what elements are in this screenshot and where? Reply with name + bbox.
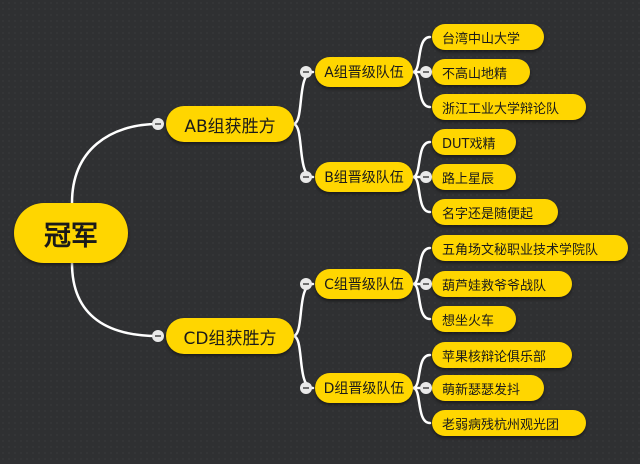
collapse-toggle-d[interactable] xyxy=(300,382,312,394)
group-a-label: A组晋级队伍 xyxy=(324,65,404,81)
group-d-label: D组晋级队伍 xyxy=(323,381,405,397)
branch-ab-node[interactable]: AB组获胜方 xyxy=(166,106,294,142)
team-node[interactable]: 葫芦娃救爷爷战队 xyxy=(432,271,572,297)
root-label: 冠军 xyxy=(44,220,98,252)
team-node[interactable]: 不高山地精 xyxy=(432,59,530,85)
team-label: DUT戏精 xyxy=(442,136,496,152)
connector-a-3 xyxy=(411,70,432,109)
team-label: 老弱病残杭州观光团 xyxy=(442,417,560,433)
team-node[interactable]: 老弱病残杭州观光团 xyxy=(432,410,586,436)
collapse-toggle-cd[interactable] xyxy=(152,330,164,342)
team-label: 台湾中山大学 xyxy=(442,31,521,47)
team-label: 名字还是随便起 xyxy=(442,206,534,222)
collapse-toggle-a-teams[interactable] xyxy=(420,66,432,78)
group-d-node[interactable]: D组晋级队伍 xyxy=(315,373,413,403)
collapse-toggle-c[interactable] xyxy=(300,278,312,290)
connector-ab-a xyxy=(291,70,315,126)
group-b-label: B组晋级队伍 xyxy=(324,170,404,186)
team-label: 萌新瑟瑟发抖 xyxy=(442,382,521,398)
collapse-toggle-d-teams[interactable] xyxy=(420,382,432,394)
team-label: 葫芦娃救爷爷战队 xyxy=(442,278,547,294)
branch-cd-label: CD组获胜方 xyxy=(183,328,277,349)
team-node[interactable]: 想坐火车 xyxy=(432,306,516,332)
team-label: 想坐火车 xyxy=(442,313,495,329)
team-label: 不高山地精 xyxy=(442,66,508,82)
branch-cd-node[interactable]: CD组获胜方 xyxy=(166,318,294,354)
team-node[interactable]: 台湾中山大学 xyxy=(432,24,544,50)
team-node[interactable]: DUT戏精 xyxy=(432,129,516,155)
group-c-label: C组晋级队伍 xyxy=(324,277,404,293)
connector-cd-c xyxy=(291,282,315,338)
connector-d-3 xyxy=(411,386,432,425)
team-node[interactable]: 浙江工业大学辩论队 xyxy=(432,94,586,120)
connector-b-3 xyxy=(411,175,432,214)
collapse-toggle-ab[interactable] xyxy=(152,118,164,130)
collapse-toggle-b-teams[interactable] xyxy=(420,171,432,183)
team-label: 苹果核辩论俱乐部 xyxy=(442,349,547,365)
team-node[interactable]: 萌新瑟瑟发抖 xyxy=(432,375,544,401)
collapse-toggle-b[interactable] xyxy=(300,171,312,183)
connector-cd-d xyxy=(291,334,315,390)
group-c-node[interactable]: C组晋级队伍 xyxy=(315,269,413,299)
connector-root-ab xyxy=(70,122,160,205)
collapse-toggle-a[interactable] xyxy=(300,66,312,78)
team-label: 路上星辰 xyxy=(442,171,495,187)
connector-root-cd xyxy=(70,261,160,338)
team-node[interactable]: 名字还是随便起 xyxy=(432,199,558,225)
group-b-node[interactable]: B组晋级队伍 xyxy=(315,162,413,192)
connector-c-3 xyxy=(411,282,432,321)
connector-ab-b xyxy=(291,122,315,179)
collapse-toggle-c-teams[interactable] xyxy=(420,278,432,290)
team-node[interactable]: 五角场文秘职业技术学院队 xyxy=(432,235,628,261)
team-label: 浙江工业大学辩论队 xyxy=(442,101,560,117)
team-node[interactable]: 路上星辰 xyxy=(432,164,516,190)
team-label: 五角场文秘职业技术学院队 xyxy=(442,242,599,258)
root-node[interactable]: 冠军 xyxy=(14,203,128,263)
team-node[interactable]: 苹果核辩论俱乐部 xyxy=(432,342,572,368)
branch-ab-label: AB组获胜方 xyxy=(184,116,276,137)
group-a-node[interactable]: A组晋级队伍 xyxy=(315,57,413,87)
